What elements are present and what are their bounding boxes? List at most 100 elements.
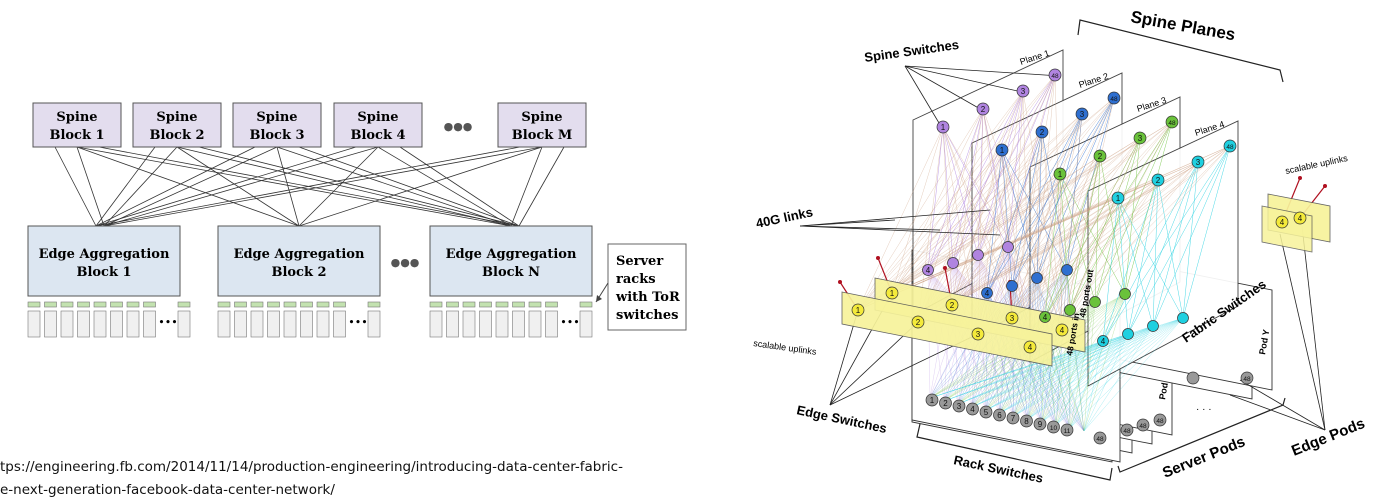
edge-link bbox=[917, 121, 1173, 323]
rack-link bbox=[1027, 317, 1184, 420]
spine-fabric-link bbox=[942, 126, 1009, 248]
rack-ellipsis: ••• bbox=[158, 316, 177, 329]
edge-block-title: Edge Aggregation bbox=[234, 247, 365, 262]
server-rack bbox=[234, 310, 247, 338]
rack-switch-label: 8 bbox=[1024, 417, 1029, 426]
edge-link bbox=[942, 126, 1063, 331]
rack-switch-label: 48 bbox=[1156, 418, 1164, 425]
fabric-switch-label: 4 bbox=[1101, 337, 1106, 346]
rack-switches-bracket bbox=[916, 423, 1113, 481]
spine-switch-label: 48 bbox=[1051, 73, 1059, 80]
rack-link bbox=[1013, 340, 1104, 417]
server-rack bbox=[462, 310, 476, 338]
edge-switch-label: 4 bbox=[1060, 326, 1065, 335]
rack-switch bbox=[952, 399, 966, 413]
edge-link bbox=[1061, 161, 1199, 331]
spine-block-title: Spine bbox=[256, 110, 297, 125]
spine-switch-label: 1 bbox=[941, 123, 946, 132]
spine-fabric-link bbox=[952, 90, 1024, 264]
fabric-switch bbox=[1061, 264, 1073, 276]
edge-switch-label: 2 bbox=[916, 318, 921, 327]
tor-switch bbox=[495, 301, 509, 308]
spine-switch bbox=[1165, 115, 1179, 129]
rack-link bbox=[985, 317, 1184, 411]
edge-ellipsis: ●●● bbox=[391, 256, 420, 269]
spine-block: Spine Block 1 bbox=[32, 102, 122, 148]
spine-fabric-link bbox=[1044, 121, 1173, 318]
edge-link bbox=[891, 173, 1061, 294]
rack-link bbox=[1013, 333, 1129, 417]
rack-link bbox=[1013, 317, 1184, 417]
rack-link bbox=[1083, 325, 1154, 432]
rack-link bbox=[971, 317, 1184, 408]
tor-switch bbox=[579, 301, 593, 308]
edge-link bbox=[1061, 179, 1159, 331]
edge-link bbox=[951, 90, 1024, 306]
leader-line bbox=[904, 65, 1061, 77]
spine-fabric-link bbox=[1094, 155, 1101, 303]
leader-line bbox=[904, 65, 943, 129]
server-rack bbox=[446, 310, 459, 338]
tor-switch bbox=[283, 301, 297, 308]
server-rack bbox=[512, 310, 525, 338]
spine-fabric-link bbox=[1117, 197, 1154, 327]
rack-link bbox=[1069, 340, 1104, 429]
pod-ellipsis: · · · bbox=[1196, 404, 1212, 415]
spine-fabric-link bbox=[927, 90, 1024, 271]
edge-link bbox=[1011, 179, 1159, 319]
edge-link bbox=[857, 161, 1199, 311]
spine-switch bbox=[1048, 68, 1062, 82]
fabric-switch bbox=[1006, 280, 1018, 292]
spine-plane bbox=[1087, 120, 1239, 387]
rack-link bbox=[1069, 317, 1184, 429]
spine-fabric-link bbox=[1059, 173, 1126, 295]
leader-line bbox=[904, 65, 983, 111]
spine-fabric-link bbox=[952, 108, 984, 264]
fabric-switch bbox=[1119, 288, 1131, 300]
spine-fabric-link bbox=[1157, 179, 1184, 319]
edge-link bbox=[917, 161, 1199, 323]
spine-switch bbox=[1223, 139, 1237, 153]
edge-switch bbox=[1005, 311, 1019, 325]
spine-switch-label: 2 bbox=[1040, 128, 1045, 137]
tor-switch bbox=[217, 301, 231, 308]
spine-block-title: Spine bbox=[56, 110, 97, 125]
spine-fabric-link bbox=[986, 149, 1003, 294]
server-rack bbox=[579, 310, 593, 338]
edge-switch-label: 4 bbox=[1298, 214, 1303, 223]
edge-link bbox=[951, 97, 1115, 306]
edge-link bbox=[951, 113, 1083, 306]
rack-link bbox=[985, 293, 1126, 411]
rack-link bbox=[971, 325, 1154, 408]
rack-switch bbox=[1136, 418, 1150, 432]
rack-switch-label: 2 bbox=[943, 399, 948, 408]
svg-text:racks: racks bbox=[616, 272, 656, 287]
tor-switch bbox=[234, 301, 247, 308]
edge-link bbox=[857, 97, 1115, 311]
rack-switch bbox=[993, 408, 1006, 422]
edge-link bbox=[857, 108, 984, 311]
edge-switch-label: 1 bbox=[890, 289, 895, 298]
rack-switch-label: 48 bbox=[1243, 376, 1251, 383]
edge-link bbox=[1029, 113, 1083, 348]
edge-switch-label: 2 bbox=[950, 301, 955, 310]
rack-switch bbox=[1153, 413, 1167, 427]
tor-switch bbox=[143, 301, 156, 308]
server-rack bbox=[217, 310, 231, 338]
edge-switch bbox=[851, 303, 865, 317]
spine-fabric-link bbox=[1059, 173, 1071, 311]
server-rack bbox=[528, 310, 542, 338]
rack-link bbox=[1013, 325, 1154, 417]
spine-fabric-link bbox=[977, 74, 1056, 256]
rack-switch-label: 7 bbox=[1011, 414, 1016, 423]
edge-link bbox=[1061, 155, 1101, 331]
edge-block-number: Block 1 bbox=[76, 265, 131, 280]
fabric-switch-label: 4 bbox=[985, 289, 990, 298]
pod-label: Pod Y bbox=[1257, 329, 1271, 356]
rack-link bbox=[1013, 293, 1126, 417]
spine-switch-label: 2 bbox=[1156, 176, 1161, 185]
server-rack bbox=[367, 310, 381, 338]
tor-switch bbox=[267, 301, 280, 308]
rack-link bbox=[1069, 325, 1154, 429]
